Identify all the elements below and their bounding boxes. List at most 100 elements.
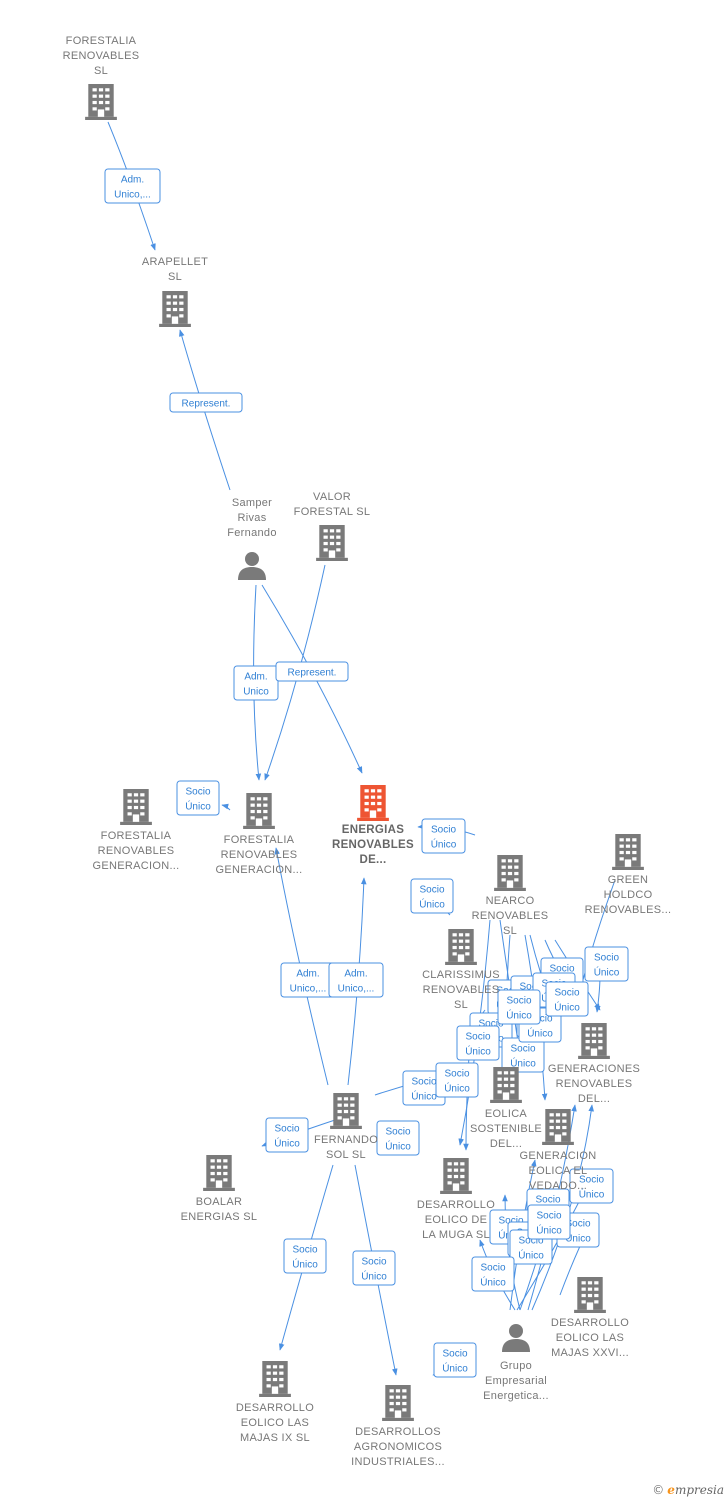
edge-label-text: Socio bbox=[292, 1245, 317, 1256]
node-grupo[interactable]: GrupoEmpresarialEnergetica... bbox=[483, 1324, 549, 1402]
edge-label-text: Único bbox=[419, 898, 445, 911]
node-label: DE... bbox=[359, 854, 386, 866]
node-label: RENOVABLES bbox=[332, 839, 414, 851]
edge-label-text: Único bbox=[518, 1249, 544, 1262]
node-label: GENERACIONES bbox=[548, 1063, 640, 1075]
edge-label-text: Socio bbox=[498, 1216, 523, 1227]
node-label: SL bbox=[503, 925, 517, 937]
edge-label-text: Único bbox=[431, 838, 457, 851]
building-icon bbox=[542, 1109, 574, 1145]
node-agronomicos[interactable]: DESARROLLOSAGRONOMICOSINDUSTRIALES... bbox=[351, 1385, 445, 1468]
edge-label-text: Socio bbox=[506, 996, 531, 1007]
edge-arrow bbox=[531, 1104, 594, 1311]
edge-label-text: Represent. bbox=[182, 399, 231, 410]
node-energias[interactable]: ENERGIASRENOVABLESDE... bbox=[332, 785, 414, 866]
node-label: EOLICA EL bbox=[529, 1165, 588, 1177]
edge-label-text: Socio bbox=[411, 1077, 436, 1088]
edge-label[interactable]: Adm. Unico,... bbox=[328, 962, 384, 998]
edge-label-text: Socio bbox=[444, 1069, 469, 1080]
edge-label-text: Único bbox=[444, 1082, 470, 1095]
copyright-icon: © bbox=[652, 1483, 665, 1497]
node-label: GENERACION... bbox=[215, 864, 302, 876]
edge-label-text: Socio bbox=[536, 1211, 561, 1222]
building-icon bbox=[494, 855, 526, 891]
edge-label-text: Único bbox=[565, 1232, 591, 1245]
node-label: LA MUGA SL bbox=[422, 1229, 490, 1241]
edge-label-text: Único bbox=[506, 1009, 532, 1022]
node-label: EOLICA bbox=[485, 1108, 528, 1120]
node-label: RENOVABLES... bbox=[585, 904, 672, 916]
node-label: FORESTALIA bbox=[224, 834, 295, 846]
edge-label-text: Socio bbox=[442, 1349, 467, 1360]
empresia-logo: ©empresia bbox=[652, 1483, 724, 1497]
edge-label-text: Único bbox=[185, 800, 211, 813]
edge-label-text: Adm. bbox=[344, 969, 367, 980]
edge-label-text: Unico,... bbox=[338, 984, 375, 995]
edge-label-text: Único bbox=[385, 1140, 411, 1153]
node-forestalia-gen-1[interactable]: FORESTALIARENOVABLESGENERACION... bbox=[92, 789, 179, 872]
edge-label-text: Adm. bbox=[296, 969, 319, 980]
edge-arrow bbox=[221, 803, 231, 811]
building-icon bbox=[203, 1155, 235, 1191]
edge-label-text: Único bbox=[274, 1137, 300, 1150]
edge-label-text: Socio bbox=[565, 1219, 590, 1230]
node-forestalia-gen-2[interactable]: FORESTALIARENOVABLESGENERACION... bbox=[215, 793, 302, 876]
edge-label[interactable]: Adm.Unico,... bbox=[104, 168, 161, 204]
node-label: SL bbox=[168, 271, 182, 283]
building-icon bbox=[357, 785, 389, 821]
node-generaciones[interactable]: GENERACIONESRENOVABLESDEL... bbox=[548, 1023, 640, 1105]
node-label: RENOVABLES bbox=[98, 845, 175, 857]
person-icon bbox=[502, 1324, 530, 1352]
edge-label[interactable]: Adm.Unico bbox=[233, 665, 279, 701]
edge-label-text: Unico bbox=[243, 687, 269, 698]
brand-initial: e bbox=[667, 1483, 675, 1497]
node-label: DESARROLLO bbox=[551, 1317, 629, 1329]
edge-label[interactable]: Represent. bbox=[169, 392, 243, 413]
node-green-holdco[interactable]: GREENHOLDCORENOVABLES... bbox=[585, 834, 672, 916]
node-label: FORESTAL SL bbox=[294, 506, 371, 518]
building-icon bbox=[578, 1023, 610, 1059]
edge-label[interactable]: Adm.Unico,... bbox=[280, 962, 336, 998]
edge-label[interactable]: Represent. bbox=[275, 661, 349, 682]
building-icon bbox=[574, 1277, 606, 1313]
person-icon bbox=[238, 552, 266, 580]
edge-label-text: Único bbox=[554, 1001, 580, 1014]
edge-label-text: Socio bbox=[554, 988, 579, 999]
node-label: RENOVABLES bbox=[63, 50, 140, 62]
edge-label-text: Único bbox=[480, 1276, 506, 1289]
building-icon bbox=[259, 1361, 291, 1397]
node-label: SL bbox=[454, 999, 468, 1011]
node-eolica-sostenible[interactable]: EOLICASOSTENIBLEDEL... bbox=[470, 1067, 542, 1150]
node-label: SOL SL bbox=[326, 1149, 366, 1161]
